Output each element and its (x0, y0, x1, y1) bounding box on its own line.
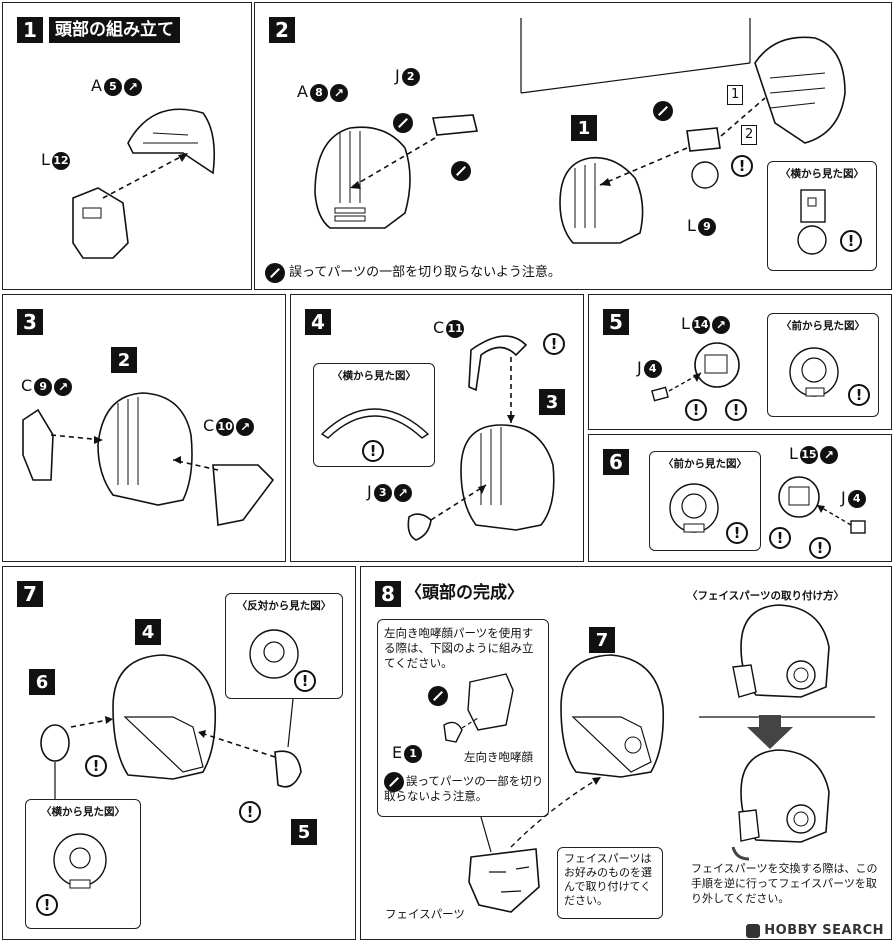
step-number: 3 (17, 309, 43, 335)
step-number: 5 (603, 309, 629, 335)
caution-note: 誤ってパーツの一部を切り取らないよう注意。 (384, 774, 544, 803)
step-title: 頭部の組み立て (49, 17, 180, 43)
step-5-drawing (651, 342, 740, 402)
caution-cut-icon (384, 772, 404, 792)
callout-title: 〈前から見た図〉 (781, 320, 865, 332)
face-select-note: フェイスパーツはお好みのものを選んで取り付けてください。 (564, 852, 652, 907)
side-view-callout: 〈横から見た図〉 ! (313, 363, 435, 467)
step-7-drawing (40, 654, 302, 799)
callout-title: 〈横から見た図〉 (332, 370, 416, 382)
step-number: 8 (375, 581, 401, 607)
warning-icon: ! (685, 399, 707, 421)
cut-icon: ↗ (711, 315, 730, 334)
ref-step-badge: 3 (539, 389, 565, 415)
warning-icon: ! (725, 399, 747, 421)
warning-icon: ! (848, 384, 870, 406)
face-select-callout: フェイスパーツはお好みのものを選んで取り付けてください。 (557, 847, 663, 919)
left-face-label: 左向き咆哮顔 (464, 750, 533, 764)
no-cut-icon (393, 113, 413, 133)
front-view-callout: 〈前から見た図〉 ! (649, 451, 761, 551)
left-face-note: 左向き咆哮顔パーツを使用する際は、下図のように組み立てください。 (384, 626, 534, 670)
step-1-drawing (72, 108, 216, 259)
caution-cut-icon (265, 263, 285, 283)
order-1: 1 (727, 85, 744, 105)
warning-icon: ! (543, 333, 565, 355)
warning-icon: ! (726, 522, 748, 544)
step-8-panel: 8 〈頭部の完成〉 左向き咆哮顔パーツを使用する際は、下図のように組み立てくださ… (360, 566, 892, 940)
step-8-drawing (468, 604, 875, 913)
swap-note: フェイスパーツを交換する際は、この手順を逆に行ってフェイスパーツを取り外してくだ… (691, 862, 878, 905)
warning-icon: ! (294, 670, 316, 692)
warning-icon: ! (362, 440, 384, 462)
step-3-drawing (22, 392, 275, 526)
face-parts-label: フェイスパーツ (385, 907, 465, 921)
step-4-drawing (407, 335, 555, 541)
attach-title: 〈フェイスパーツの取り付け方〉 (687, 590, 844, 602)
warning-icon: ! (769, 527, 791, 549)
front-view-callout: 〈前から見た図〉 ! (767, 313, 879, 417)
cut-icon: ↗ (329, 83, 348, 102)
step-number: 4 (305, 309, 331, 335)
step-7-panel: 7 4 6 5 〈反対から見た図〉 ! ! ! 〈横から見た図〉 ! (2, 566, 356, 940)
callout-title: 〈横から見た図〉 (41, 806, 125, 818)
step-2-drawing (314, 18, 846, 244)
ref-step-badge: 2 (111, 347, 137, 373)
ref-step-badge: 1 (571, 115, 597, 141)
warning-icon: ! (36, 894, 58, 916)
step-title: 〈頭部の完成〉 (405, 583, 524, 603)
ref-step-badge: 5 (291, 819, 317, 845)
ref-step-badge: 4 (135, 619, 161, 645)
callout-title: 〈横から見た図〉 (780, 168, 864, 180)
cut-icon: ↗ (819, 445, 838, 464)
opposite-view-callout: 〈反対から見た図〉 ! (225, 593, 343, 699)
no-cut-icon (653, 101, 673, 121)
cut-icon: ↗ (236, 417, 255, 436)
step-number: 1 (17, 17, 43, 43)
cut-icon: ↗ (393, 483, 412, 502)
side-view-callout: 〈横から見た図〉 ! (25, 799, 141, 929)
step-number: 2 (269, 17, 295, 43)
ref-step-badge: 6 (29, 669, 55, 695)
watermark: HOBBY SEARCH (746, 923, 884, 938)
callout-title: 〈反対から見た図〉 (236, 600, 332, 612)
warning-icon: ! (85, 755, 107, 777)
warning-icon: ! (239, 801, 261, 823)
ref-step-badge: 7 (589, 627, 615, 653)
order-2: 2 (741, 125, 758, 145)
warning-icon: ! (731, 155, 753, 177)
cut-icon: ↗ (123, 77, 142, 96)
step-number: 6 (603, 449, 629, 475)
no-cut-icon (428, 686, 448, 706)
side-view-callout: 〈横から見た図〉 ! (767, 161, 877, 271)
warning-icon: ! (840, 230, 862, 252)
cut-icon: ↗ (54, 377, 73, 396)
caution-cut-icon (451, 161, 471, 181)
caution-note: 誤ってパーツの一部を切り取らないよう注意。 (289, 265, 561, 280)
step-number: 7 (17, 581, 43, 607)
step-6-drawing (778, 476, 866, 534)
callout-title: 〈前から見た図〉 (663, 458, 747, 470)
warning-icon: ! (809, 537, 831, 559)
